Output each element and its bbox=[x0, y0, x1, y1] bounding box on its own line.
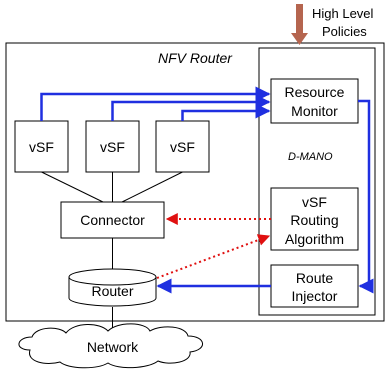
routing-algorithm-line2: Routing bbox=[290, 212, 338, 228]
dmano-label: D-MANO bbox=[288, 151, 333, 163]
vsf-connector-links bbox=[41, 171, 183, 332]
router-label: Router bbox=[91, 283, 133, 299]
route-injector-line2: Injector bbox=[292, 288, 338, 304]
monitoring-arrows bbox=[40, 86, 271, 121]
vsf-label-2: vSF bbox=[100, 139, 125, 155]
route-injector-line1: Route bbox=[296, 270, 334, 286]
vsf-box-1 bbox=[14, 120, 69, 173]
vsf-label-3: vSF bbox=[170, 139, 195, 155]
policies-label-line2: Policies bbox=[322, 24, 367, 39]
vsf-box-3 bbox=[155, 120, 210, 173]
nfv-router-box bbox=[5, 42, 385, 322]
nfv-router-title: NFV Router bbox=[158, 50, 233, 66]
connector-box bbox=[60, 201, 165, 239]
resource-monitor-line2: Monitor bbox=[291, 103, 338, 119]
connector-label: Connector bbox=[80, 212, 145, 228]
vsf-label-1: vSF bbox=[29, 139, 54, 155]
vsf-box-2 bbox=[85, 120, 140, 173]
network-cloud-icon bbox=[18, 323, 203, 369]
resource-monitor-box bbox=[270, 78, 359, 124]
monitor-arrow-vsf3 bbox=[181, 103, 271, 121]
algorithm-to-router-arrow bbox=[156, 234, 271, 279]
monitor-to-injector-arrow bbox=[358, 99, 374, 294]
routing-algorithm-line1: vSF bbox=[302, 194, 327, 210]
routing-algorithm-line3: Algorithm bbox=[285, 231, 344, 247]
policy-down-arrow-icon bbox=[291, 4, 308, 45]
network-label: Network bbox=[87, 339, 139, 355]
resource-monitor-line1: Resource bbox=[285, 84, 345, 100]
router-cylinder-icon bbox=[68, 268, 157, 307]
monitor-arrow-vsf2 bbox=[111, 94, 271, 121]
policies-label-line1: High Level bbox=[312, 6, 374, 21]
route-injector-box bbox=[270, 264, 359, 308]
monitor-arrow-vsf1 bbox=[40, 86, 271, 121]
dmano-box bbox=[258, 47, 376, 316]
